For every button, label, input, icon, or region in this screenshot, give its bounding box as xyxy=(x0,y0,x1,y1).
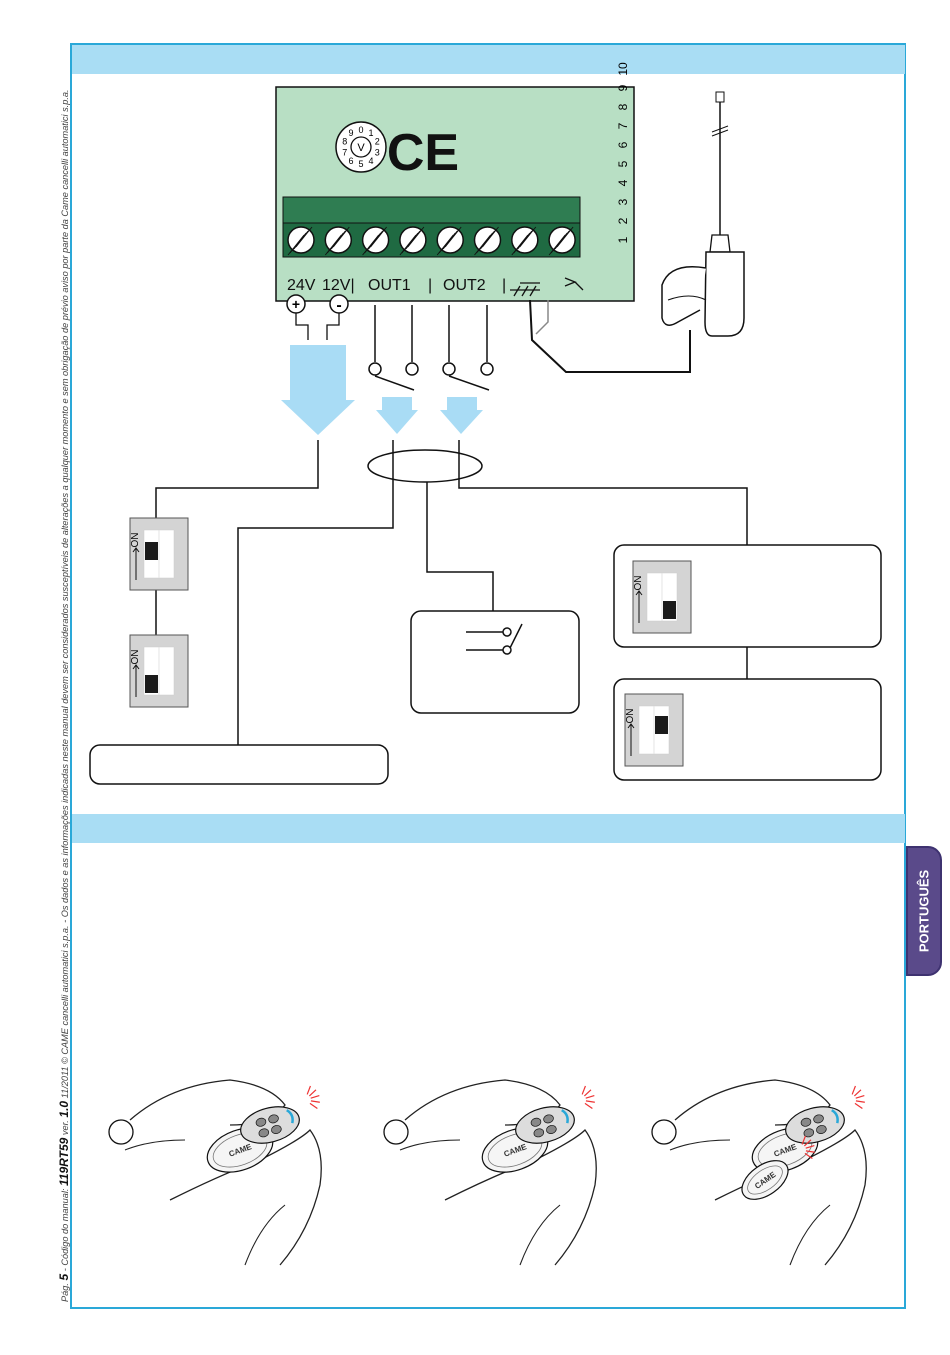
signal-rays xyxy=(801,1135,815,1159)
terminal-label: | xyxy=(428,277,432,294)
dip-number: 9 xyxy=(616,84,630,91)
terminal-label: | xyxy=(502,277,506,294)
pairing-step-illustration: CAME xyxy=(124,1079,322,1266)
language-tab[interactable]: PORTUGUÊS xyxy=(906,846,942,976)
dip-arrow xyxy=(132,664,140,697)
rotary-digit: 1 xyxy=(368,128,373,138)
ground-symbol xyxy=(510,282,540,297)
minus-sign: - xyxy=(336,297,341,314)
plus-sign: + xyxy=(292,296,300,312)
rotary-digit: 2 xyxy=(375,137,380,147)
wiring-lines xyxy=(155,440,748,745)
remote-control: CAME xyxy=(741,1160,789,1200)
contact-device-box xyxy=(410,610,580,714)
terminal-screw xyxy=(436,226,464,256)
terminal-label: 24V xyxy=(287,277,316,294)
terminal-screw xyxy=(399,226,427,256)
signal-rays xyxy=(851,1085,865,1109)
dip-arrow xyxy=(635,590,643,623)
antenna-terminal-symbol xyxy=(564,277,584,291)
step-circle-1 xyxy=(108,1119,134,1145)
step-circle-2 xyxy=(383,1119,409,1145)
hand-illustration xyxy=(399,1079,597,1266)
remote-keypad xyxy=(515,1106,575,1144)
terminal-screw xyxy=(324,226,353,256)
rotary-digit: 8 xyxy=(342,137,347,147)
rotary-digit: 6 xyxy=(348,156,353,166)
hand-illustration xyxy=(124,1079,322,1266)
rotary-digit: 0 xyxy=(358,125,363,135)
step-circle-3 xyxy=(651,1119,677,1145)
antenna xyxy=(529,91,745,373)
terminal-screw xyxy=(473,226,502,256)
power-arrow xyxy=(281,345,355,435)
dip-number: 1 xyxy=(616,236,630,243)
receiver-board xyxy=(275,86,635,302)
page-frame xyxy=(70,43,906,1309)
terminal-screw xyxy=(361,226,390,256)
rotary-center-label: V xyxy=(357,142,365,154)
dip-numbers: 1 2 3 4 5 6 7 8 9 10 xyxy=(616,62,630,243)
rotary-digit: 4 xyxy=(368,156,373,166)
terminal-screw xyxy=(548,226,576,256)
dip-arrow xyxy=(627,723,635,756)
remote-keypad xyxy=(785,1106,845,1144)
dip-knob xyxy=(655,716,668,734)
dip-number: 4 xyxy=(616,179,630,186)
middle-header-bar xyxy=(72,814,905,843)
terminal-screw xyxy=(511,226,539,256)
dip-on-label: ON xyxy=(130,533,141,548)
rotary-digit: 7 xyxy=(342,147,347,157)
power-wires xyxy=(295,313,340,340)
control-unit-box xyxy=(89,744,389,785)
dip-arrow xyxy=(132,547,140,580)
dip-number: 7 xyxy=(616,122,630,129)
dip-on-label: ON xyxy=(130,650,141,665)
ce-mark: CE xyxy=(387,124,459,182)
pairing-step-illustration: CAME xyxy=(399,1079,597,1266)
dip-number: 10 xyxy=(616,62,630,76)
dip-switch-box: ON xyxy=(624,693,684,767)
out1-arrow xyxy=(376,397,418,434)
dip-switch-box: ON xyxy=(129,634,189,708)
terminal-label: OUT2 xyxy=(443,277,486,294)
signal-rays xyxy=(306,1085,320,1109)
dip-on-label: ON xyxy=(633,576,644,591)
terminal-label: 12V| xyxy=(322,277,355,294)
terminal-screw xyxy=(287,226,315,256)
dip-number: 2 xyxy=(616,217,630,224)
relay-contacts xyxy=(368,305,494,391)
dip-knob xyxy=(145,675,158,693)
dip-switch-box: ON xyxy=(129,517,189,591)
terminal-block xyxy=(282,196,581,258)
terminal-label: OUT1 xyxy=(368,277,411,294)
dip-number: 3 xyxy=(616,198,630,205)
dip-number: 6 xyxy=(616,141,630,148)
rotary-digit: 3 xyxy=(375,147,380,157)
dip-number: 8 xyxy=(616,103,630,110)
rotary-digit: 9 xyxy=(348,128,353,138)
signal-rays xyxy=(581,1085,595,1109)
dip-knob xyxy=(663,601,676,619)
dip-knob xyxy=(145,542,158,560)
rotary-digit: 5 xyxy=(358,159,363,169)
dip-switch-box: ON xyxy=(632,560,692,634)
switch-symbol xyxy=(466,623,523,655)
top-header-bar xyxy=(72,45,905,74)
out2-arrow xyxy=(440,397,483,434)
remote-keypad xyxy=(240,1106,300,1144)
dip-on-label: ON xyxy=(625,709,636,724)
dip-number: 5 xyxy=(616,160,630,167)
wire-bundle-ellipse xyxy=(367,449,483,483)
